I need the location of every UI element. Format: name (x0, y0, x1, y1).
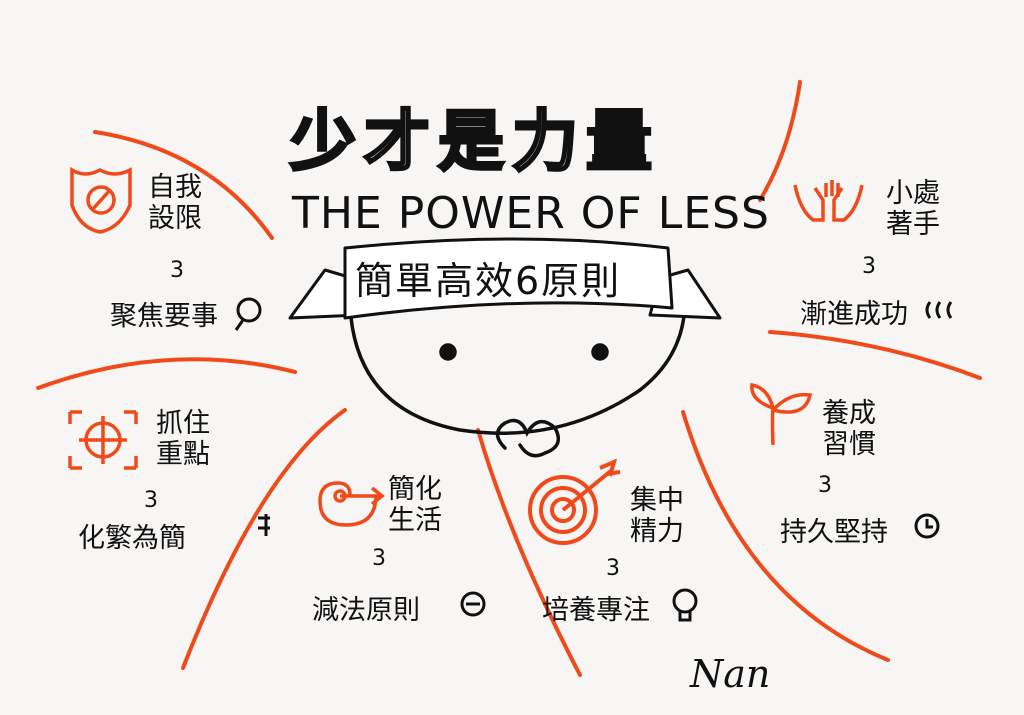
arrow-glyph: 3 (170, 258, 184, 283)
divider-arc (93, 130, 274, 240)
principle-1-line-2: 設限 (148, 203, 202, 234)
principle-5-line-1: 養成 (822, 398, 876, 429)
arrow-glyph: 3 (372, 546, 386, 571)
head (348, 298, 687, 458)
minus-circle-icon (460, 591, 486, 617)
clock-icon (914, 513, 940, 539)
principle-4-result: 培養專注 (542, 595, 650, 626)
principle-6-line-2: 著手 (886, 209, 940, 240)
bullseye-arrow-icon (528, 458, 621, 545)
no-entry-shield-icon (70, 166, 132, 234)
divider-arc (181, 408, 347, 670)
scissor-icon (258, 514, 270, 536)
principle-5-label: 養成 習慣 (822, 398, 876, 460)
magnifier-icon (234, 297, 262, 331)
principle-2-line-2: 重點 (156, 439, 210, 470)
principle-3-line-2: 生活 (388, 505, 442, 536)
arrow-glyph: 3 (144, 488, 158, 513)
divider-arc (758, 80, 802, 202)
divider-arc (36, 357, 297, 390)
signature: Nan (690, 652, 771, 696)
divider-arc (768, 330, 982, 380)
principle-1-line-1: 自我 (148, 172, 202, 203)
principle-5-line-2: 習慣 (822, 429, 876, 460)
banner-ribbon (288, 237, 722, 320)
principle-4-label: 集中 精力 (630, 485, 684, 547)
principle-6-result: 漸進成功 (800, 299, 908, 330)
page-subtitle: THE POWER OF LESS (292, 188, 770, 239)
arrow-glyph: 3 (606, 556, 620, 581)
principle-1-result: 聚焦要事 (110, 301, 218, 332)
arrow-glyph: 3 (818, 473, 832, 498)
hands-icon (793, 180, 864, 222)
banner-text: 簡單高效6原則 (355, 259, 622, 303)
principle-2-line-1: 抓住 (156, 408, 210, 439)
spiral-arrow-icon (318, 481, 385, 527)
sprout-icon (750, 382, 813, 446)
arrow-glyph: 3 (862, 254, 876, 279)
principle-4-line-2: 精力 (630, 516, 684, 547)
principle-1-label: 自我 設限 (148, 172, 202, 234)
principle-6-label: 小處 著手 (886, 178, 940, 240)
wave-icon (925, 301, 953, 319)
principle-3-line-1: 簡化 (388, 474, 442, 505)
divider-arc (681, 410, 890, 662)
principle-2-label: 抓住 重點 (156, 408, 210, 470)
principle-5-result: 持久堅持 (780, 517, 888, 548)
principle-4-line-1: 集中 (630, 485, 684, 516)
principle-3-result: 減法原則 (312, 595, 420, 626)
principle-3-label: 簡化 生活 (388, 474, 442, 536)
principle-6-line-1: 小處 (886, 178, 940, 209)
principle-2-result: 化繁為簡 (78, 523, 186, 554)
lightbulb-icon (672, 588, 698, 622)
page-title: 少才是力量 (289, 102, 660, 182)
divider-arc (476, 428, 582, 677)
focus-frame-icon (68, 410, 138, 470)
